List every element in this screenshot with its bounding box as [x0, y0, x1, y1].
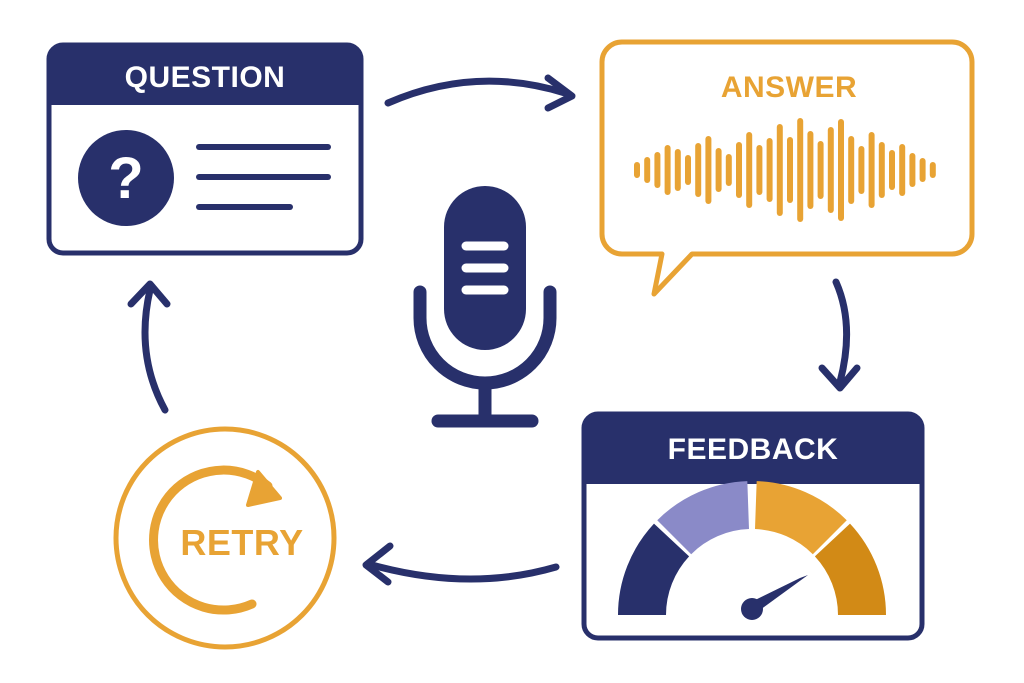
- gauge-segment-mid-low: [657, 481, 749, 555]
- arrow-retry-to-question: [127, 280, 171, 414]
- answer-card-title: ANSWER: [721, 71, 857, 104]
- gauge-segment-high: [814, 523, 886, 615]
- question-card-title: QUESTION: [125, 61, 286, 94]
- feedback-card: FEEDBACK: [581, 411, 925, 641]
- refresh-arrow-icon: [149, 465, 282, 615]
- answer-card: ANSWER: [599, 39, 975, 297]
- retry-label: RETRY: [180, 522, 303, 563]
- gauge-segment-mid-high: [755, 481, 847, 555]
- gauge-icon: [618, 481, 886, 620]
- gauge-needle: [741, 575, 808, 620]
- feedback-card-title: FEEDBACK: [668, 433, 839, 466]
- retry-card: RETRY: [113, 426, 337, 650]
- feedback-card-header: [584, 414, 922, 484]
- question-card-header: [49, 45, 361, 105]
- question-mark-icon: ?: [78, 130, 174, 226]
- arrow-answer-to-feedback: [818, 278, 861, 392]
- arrow-feedback-to-retry: [362, 542, 560, 586]
- arrow-question-to-answer: [384, 74, 576, 112]
- gauge-segment-low: [618, 523, 690, 615]
- microphone-icon: [413, 186, 557, 428]
- sound-wave-icon: [634, 118, 936, 222]
- question-mark-glyph: ?: [108, 146, 143, 211]
- text-lines-icon: [196, 144, 331, 210]
- question-card: QUESTION ?: [46, 42, 364, 256]
